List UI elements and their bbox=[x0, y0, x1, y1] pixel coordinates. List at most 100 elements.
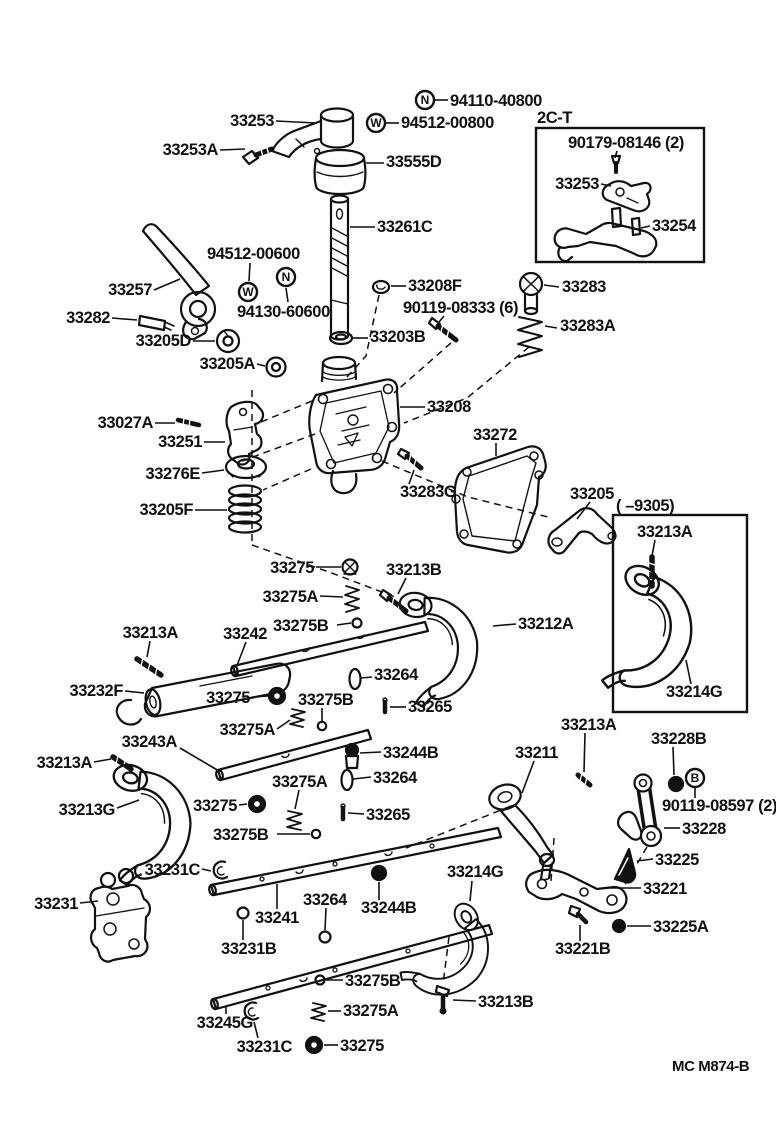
part-label-33231B: 33231B bbox=[221, 940, 277, 958]
part-label-33283G: 33283G bbox=[400, 483, 456, 501]
part-art-33283A-spring bbox=[517, 316, 543, 358]
part-art-33272-gasket bbox=[451, 445, 547, 554]
inset-box-9305-label: ( –9305) bbox=[616, 497, 674, 515]
leader-line bbox=[201, 868, 212, 872]
part-art-33257-lever bbox=[141, 223, 217, 341]
part-label-33555D: 33555D bbox=[386, 153, 442, 171]
part-art-33228B-ball bbox=[667, 775, 685, 793]
construction-line bbox=[255, 400, 313, 425]
part-art-33275A-spring-2 bbox=[289, 708, 306, 728]
leader-line bbox=[492, 623, 517, 627]
part-art-33283G-bolt bbox=[396, 447, 424, 471]
leader-line bbox=[543, 284, 560, 288]
part-label-33275A-2: 33275A bbox=[220, 721, 276, 739]
part-label-33213A-9305: 33213A bbox=[637, 523, 693, 541]
part-art-33225A-ball bbox=[611, 918, 627, 934]
leader-line bbox=[146, 640, 151, 658]
part-art-33282-pin bbox=[137, 314, 175, 332]
leader-line bbox=[179, 747, 220, 772]
leader-line bbox=[79, 900, 99, 904]
part-art-33253-2ct-plate bbox=[601, 180, 652, 213]
part-label-33231C-1: 33231C bbox=[145, 861, 201, 879]
part-art-33275A-spring-1 bbox=[344, 585, 360, 613]
leader-line bbox=[319, 595, 344, 598]
part-label-33253A: 33253A bbox=[163, 141, 219, 159]
part-label-33228: 33228 bbox=[682, 820, 726, 838]
inset-box-2ct bbox=[534, 126, 706, 264]
leader-line bbox=[600, 183, 612, 187]
part-art-33211-lever bbox=[488, 783, 556, 881]
part-label-33213A-1: 33213A bbox=[123, 624, 179, 642]
part-art-33244B-plunger-1 bbox=[344, 742, 360, 770]
leader-line bbox=[614, 150, 618, 159]
part-label-33275B-1: 33275B bbox=[273, 617, 329, 635]
bolt-symbol-right-letter: B bbox=[691, 771, 700, 785]
part-art-33254-2ct-lever bbox=[553, 206, 658, 263]
part-label-33212A: 33212A bbox=[518, 615, 574, 633]
part-art-33231-interlock bbox=[89, 867, 151, 963]
construction-line bbox=[381, 460, 553, 519]
part-label-33241: 33241 bbox=[255, 909, 299, 927]
part-label-33213B-2: 33213B bbox=[478, 993, 534, 1011]
part-art-33275-screw-1 bbox=[341, 558, 359, 576]
part-label-33264-2: 33264 bbox=[373, 769, 418, 787]
part-art-33205D-washer bbox=[215, 328, 241, 354]
washer-symbol-top-letter: W bbox=[370, 116, 382, 130]
part-art-33231C-clip-1 bbox=[212, 860, 229, 880]
part-label-33211: 33211 bbox=[515, 744, 558, 762]
leader-line bbox=[294, 789, 300, 810]
part-label-33225A: 33225A bbox=[653, 918, 709, 936]
part-art-33264-ring-1 bbox=[348, 667, 362, 691]
part-art-33213B-bolt-2 bbox=[434, 984, 451, 1015]
part-label-33205D: 33205D bbox=[136, 332, 192, 350]
part-label-33276E: 33276E bbox=[146, 465, 201, 483]
leader-line bbox=[248, 262, 251, 282]
part-art-33203B-washer bbox=[328, 330, 354, 346]
part-art-33205A-washer bbox=[265, 356, 287, 378]
leader-line bbox=[651, 539, 656, 557]
washer-symbol-mid bbox=[237, 281, 259, 303]
part-art-33251-bracket bbox=[225, 400, 265, 466]
part-label-33221B: 33221B bbox=[555, 940, 611, 958]
leader-line bbox=[360, 676, 373, 679]
part-label-94130-60600: 94130-60600 bbox=[237, 303, 330, 321]
part-label-33253-top: 33253 bbox=[230, 112, 274, 130]
inset-box-2ct-label: 2C-T bbox=[537, 109, 572, 127]
leader-line bbox=[276, 719, 291, 730]
part-label-33214G-9305: 33214G bbox=[666, 683, 722, 701]
part-label-33275B-2: 33275B bbox=[298, 691, 354, 709]
part-label-33242: 33242 bbox=[223, 625, 267, 643]
part-art-33275A-spring-4 bbox=[310, 1002, 327, 1022]
part-artwork-layer bbox=[87, 107, 715, 1055]
leader-line bbox=[576, 501, 591, 520]
part-art-33208F-clip bbox=[371, 279, 391, 295]
leader-line bbox=[251, 695, 269, 698]
part-art-33275B-pin-1 bbox=[351, 617, 363, 629]
part-label-33213B-1: 33213B bbox=[386, 561, 442, 579]
leader-line bbox=[116, 799, 140, 809]
part-label-33243A: 33243A bbox=[122, 733, 178, 751]
part-art-33275-nut-3 bbox=[247, 794, 267, 814]
part-art-33213A-pin-1 bbox=[134, 656, 164, 678]
part-art-33225-wedge bbox=[613, 847, 637, 884]
part-label-33213A-3: 33213A bbox=[561, 716, 617, 734]
part-art-33208-case bbox=[308, 355, 401, 495]
washer-symbol-mid-letter: W bbox=[242, 285, 254, 299]
part-label-33283A: 33283A bbox=[560, 317, 616, 335]
part-art-33231B-ring bbox=[236, 906, 250, 920]
part-label-33231: 33231 bbox=[34, 895, 78, 913]
part-label-33244B-1: 33244B bbox=[383, 744, 439, 762]
part-label-33272: 33272 bbox=[473, 426, 517, 444]
part-art-33261C-shaft bbox=[329, 194, 350, 341]
part-label-33275-2: 33275 bbox=[206, 689, 250, 707]
part-art-33283-plug bbox=[518, 271, 544, 316]
part-label-33275B-3: 33275B bbox=[213, 826, 269, 844]
part-art-33213B-bolt-1 bbox=[378, 588, 409, 614]
leader-line bbox=[583, 732, 586, 773]
nut-symbol-top bbox=[414, 89, 436, 111]
part-art-33231C-clip-2 bbox=[243, 1001, 260, 1021]
part-label-33282: 33282 bbox=[66, 309, 110, 327]
part-art-33244B-ball-2 bbox=[370, 864, 388, 882]
part-label-33027A: 33027A bbox=[98, 414, 154, 432]
